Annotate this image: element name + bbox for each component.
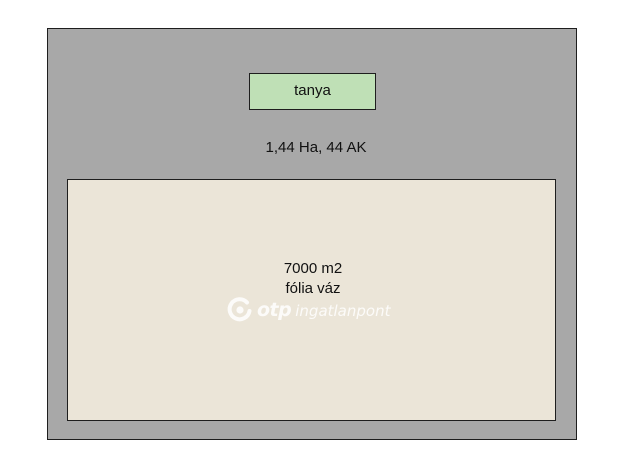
plot-area-label: 1,44 Ha, 44 AK — [265, 139, 367, 156]
otp-logo-icon — [227, 297, 252, 322]
foil-area-label: 7000 m2 — [283, 260, 343, 277]
foil-type-label: fólia váz — [285, 280, 341, 297]
watermark-sub: ingatlanpont — [295, 302, 391, 320]
watermark-brand: otp — [257, 299, 292, 321]
building-box: tanya — [249, 73, 376, 110]
building-label: tanya — [294, 82, 331, 99]
